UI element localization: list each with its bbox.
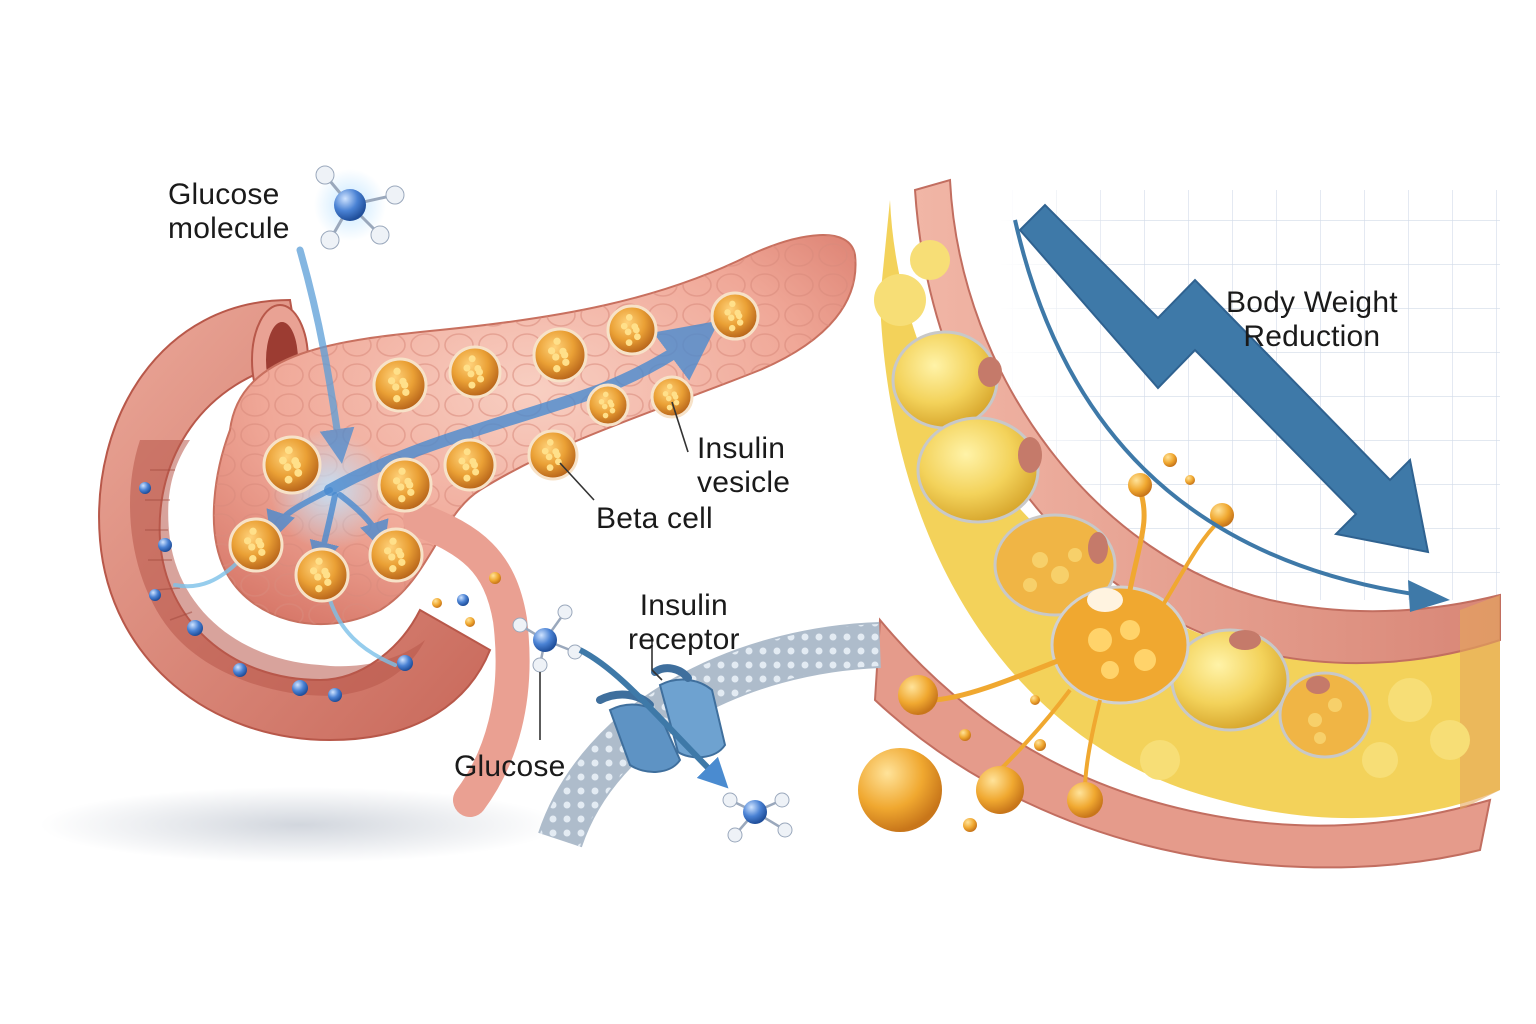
fat-cells bbox=[874, 240, 1470, 780]
fat-cell-icon bbox=[993, 513, 1117, 617]
insulin-vesicle-icon bbox=[532, 327, 588, 383]
glucose-entry-arrow bbox=[578, 647, 729, 789]
glucose-molecule-icon bbox=[722, 792, 793, 843]
label-insulin-vesicle: Insulin vesicle bbox=[697, 432, 791, 499]
fat-cell-icon bbox=[1170, 628, 1290, 732]
insulin-vesicle-icon bbox=[586, 383, 630, 427]
glucose-particles bbox=[139, 482, 501, 702]
insulin-vesicle-icon bbox=[368, 527, 424, 583]
glucose-particle bbox=[397, 655, 413, 671]
glucose-particle bbox=[139, 482, 151, 494]
insulin-vesicle-icon bbox=[262, 435, 322, 495]
insulin-vesicle-icon bbox=[527, 429, 579, 481]
fat-cell-icon bbox=[916, 416, 1042, 524]
glucose-particle bbox=[465, 617, 475, 627]
label-body-weight-reduction: Body Weight Reduction bbox=[1226, 286, 1398, 353]
lipolysis-burst bbox=[858, 453, 1234, 832]
glucose-flow-arrows bbox=[173, 246, 720, 667]
glucose-molecule-icon bbox=[512, 604, 583, 673]
glucose-particle bbox=[457, 594, 469, 606]
label-insulin-receptor: Insulin receptor bbox=[628, 589, 740, 656]
insulin-vesicles bbox=[228, 291, 760, 603]
glucose-particle bbox=[489, 572, 501, 584]
glucose-particle bbox=[158, 538, 172, 552]
adipose-tissue-section bbox=[873, 178, 1501, 869]
glucose-particle bbox=[328, 688, 342, 702]
leader-lines bbox=[539, 401, 689, 740]
insulin-vesicle-icon bbox=[372, 357, 428, 413]
label-beta-cell: Beta cell bbox=[596, 502, 713, 535]
glucose-particle bbox=[233, 663, 247, 677]
insulin-vesicle-icon bbox=[650, 375, 694, 419]
ground-shadow bbox=[40, 787, 560, 863]
insulin-vesicle-icon bbox=[377, 457, 433, 513]
label-glucose: Glucose bbox=[454, 750, 566, 783]
insulin-vesicle-icon bbox=[606, 304, 658, 356]
insulin-vesicle-icon bbox=[710, 291, 760, 341]
insulin-vesicle-icon bbox=[443, 438, 497, 492]
downward-trend-arrow-icon bbox=[1013, 203, 1450, 612]
glucose-particle bbox=[432, 598, 442, 608]
glucose-particle bbox=[292, 680, 308, 696]
fat-cell-icon bbox=[1278, 671, 1372, 759]
label-glucose-molecule: Glucose molecule bbox=[168, 178, 290, 245]
glucose-particle bbox=[149, 589, 161, 601]
glucose-particle bbox=[187, 620, 203, 636]
insulin-vesicle-icon bbox=[448, 345, 502, 399]
insulin-vesicle-icon bbox=[228, 517, 284, 573]
glucose-molecule-icon bbox=[314, 165, 405, 250]
insulin-vesicle-icon bbox=[294, 547, 350, 603]
